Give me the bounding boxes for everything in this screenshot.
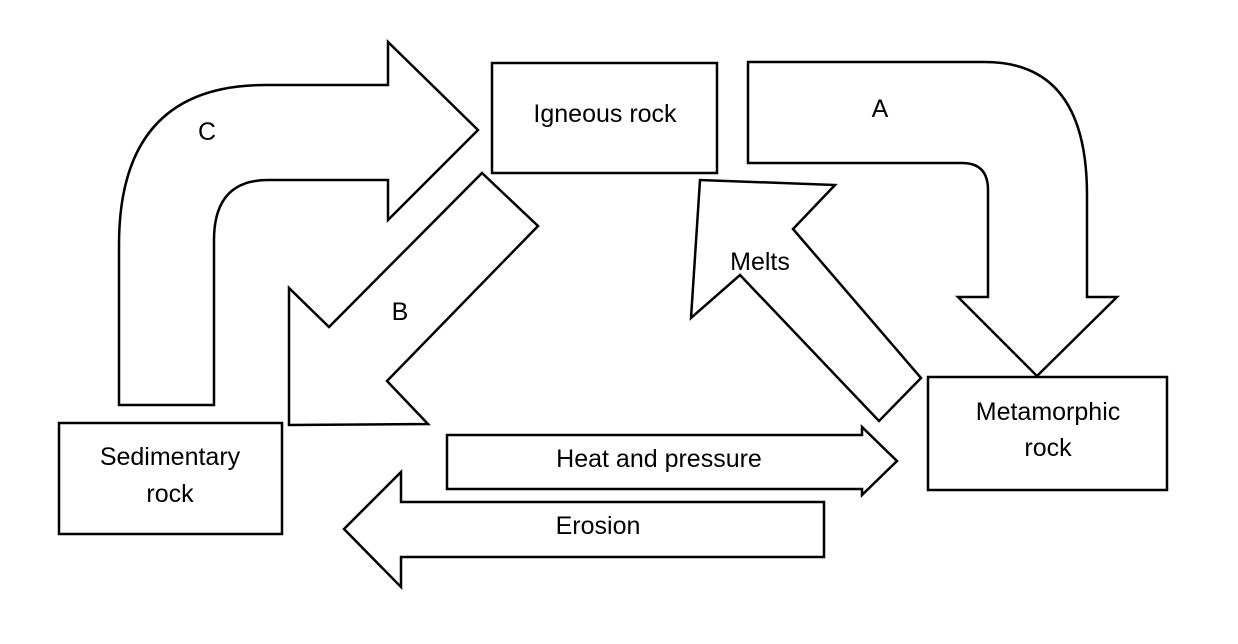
metamorphic-rock-label-line2: rock [1024, 434, 1072, 462]
sedimentary-rock-label-line2: rock [146, 480, 194, 508]
arrow-c-label: C [198, 118, 216, 146]
arrow-melts [689, 178, 923, 423]
igneous-rock-box [490, 61, 719, 175]
metamorphic-rock-label-line1: Metamorphic [976, 398, 1121, 426]
arrow-melts-label: Melts [730, 248, 790, 276]
arrow-a-label: A [872, 95, 889, 123]
arrow-c [117, 39, 480, 407]
arrow-heat-pressure-label: Heat and pressure [556, 445, 762, 473]
arrow-heat-pressure [445, 424, 899, 498]
arrow-erosion-label: Erosion [556, 512, 641, 540]
arrow-b [287, 171, 540, 427]
sedimentary-rock-label-line1: Sedimentary [100, 443, 241, 471]
arrow-a [746, 60, 1121, 378]
arrow-erosion [342, 468, 826, 591]
metamorphic-rock-box [926, 375, 1169, 492]
igneous-rock-label: Igneous rock [533, 100, 677, 128]
arrow-b-label: B [392, 298, 409, 326]
sedimentary-rock-box [57, 421, 284, 536]
